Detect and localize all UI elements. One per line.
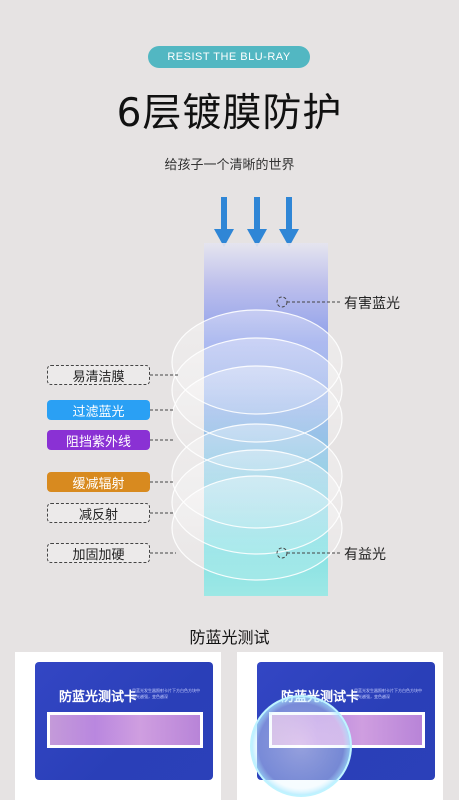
test-strip [47, 712, 203, 748]
test-section-title: 防蓝光测试 [189, 628, 270, 647]
lens-on-card [250, 695, 352, 797]
layer-tag-hardening: 加固加硬 [47, 543, 150, 563]
arrow-down-icon [214, 197, 234, 247]
test-panel-with-lens: 防蓝光测试卡 用蓝光发生器照射卡片下方白色方块中 蓝光越强，变色越深 [237, 652, 443, 800]
harmful-blue-light-label: 有害蓝光 [344, 296, 400, 312]
test-panel-without-lens: 防蓝光测试卡 用蓝光发生器照射卡片下方白色方块中 蓝光越强，变色越深 [15, 652, 221, 800]
layer-tag-anti-reflect: 减反射 [47, 503, 150, 523]
layer-tag-blue-filter: 过滤蓝光 [47, 400, 150, 420]
layer-tag-uv-block: 阻挡紫外线 [47, 430, 150, 450]
card-fine-print: 用蓝光发生器照射卡片下方白色方块中 蓝光越强，变色越深 [354, 688, 422, 699]
lens-layer [171, 475, 343, 581]
incoming-light-arrows [214, 197, 299, 247]
card-title: 防蓝光测试卡 [59, 690, 138, 705]
layer-tag-radiation-reduce: 缓减辐射 [47, 472, 150, 492]
header-badge: RESIST THE BLU-RAY [148, 46, 310, 68]
page-title: 6层镀膜防护 [116, 91, 343, 136]
page-subtitle: 给孩子一个清晰的世界 [164, 158, 295, 173]
arrow-down-icon [247, 197, 267, 247]
card-fine-print: 用蓝光发生器照射卡片下方白色方块中 蓝光越强，变色越深 [132, 688, 200, 699]
lens-layers-diagram [150, 296, 343, 581]
arrow-down-icon [279, 197, 299, 247]
beneficial-light-label: 有益光 [344, 547, 386, 563]
blue-light-test-card: 防蓝光测试卡 用蓝光发生器照射卡片下方白色方块中 蓝光越强，变色越深 [35, 662, 213, 780]
layer-tag-easy-clean: 易清洁膜 [47, 365, 150, 385]
